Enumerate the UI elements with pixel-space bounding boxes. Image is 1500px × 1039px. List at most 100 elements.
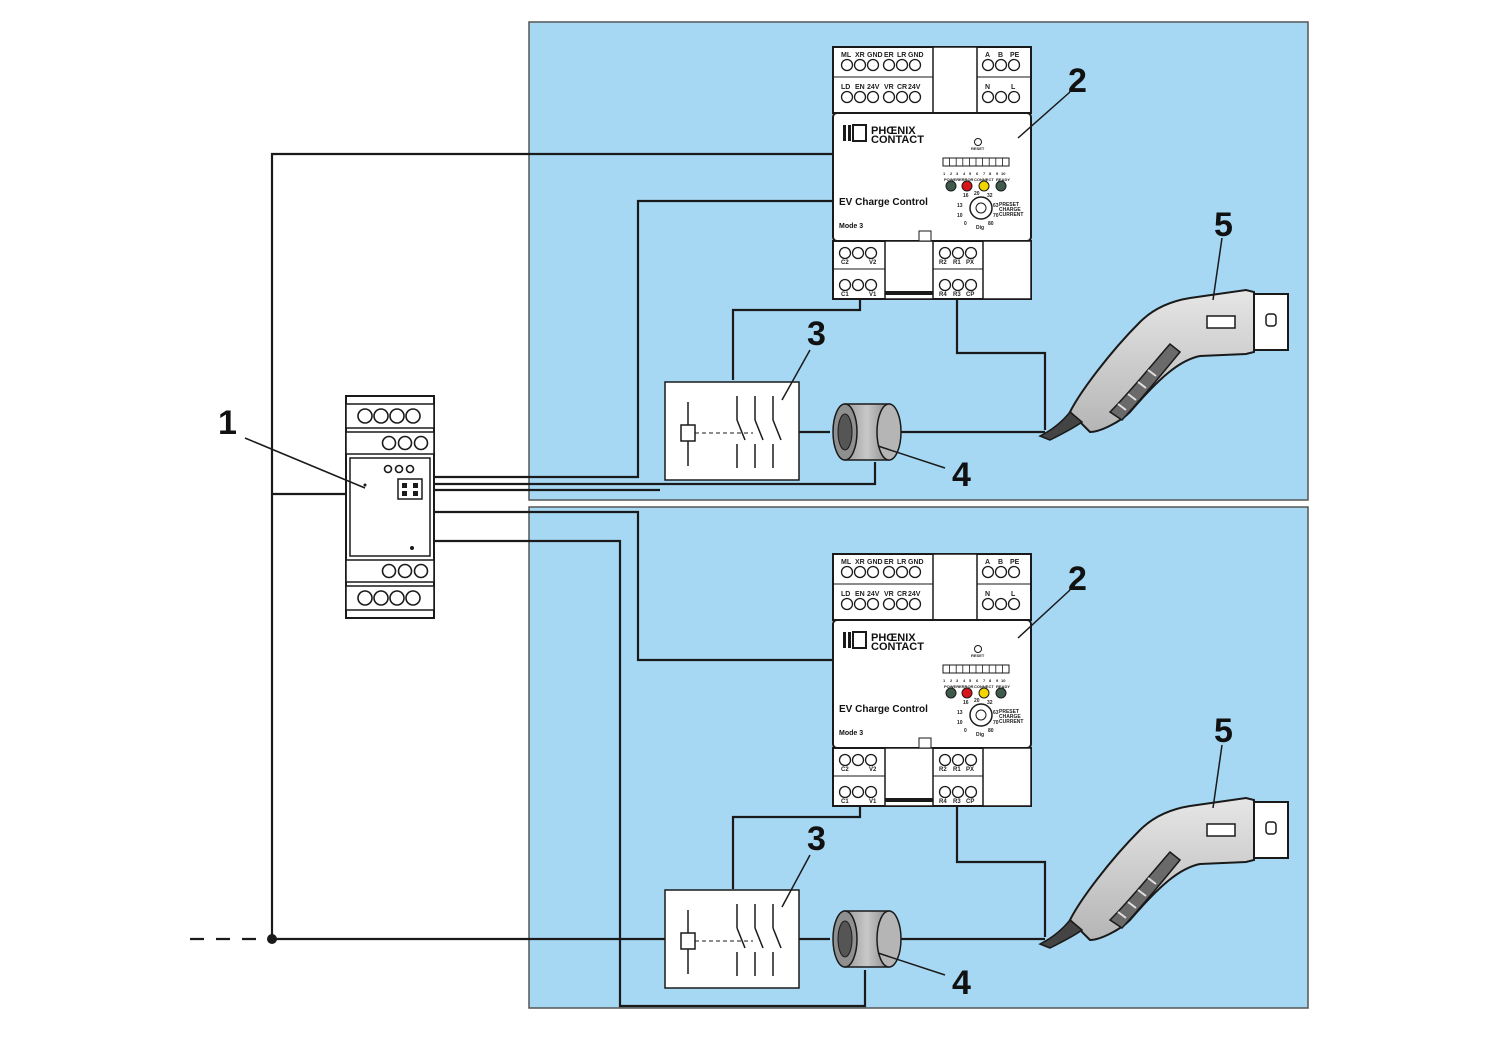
callout-5-bottom: 5 xyxy=(1214,712,1233,750)
dip-number: 7 xyxy=(983,678,986,683)
reset-label: RESET xyxy=(971,146,985,151)
current-sensor-top xyxy=(832,403,902,461)
dial-value: 20 xyxy=(974,191,980,197)
dial-value: 16 xyxy=(963,700,969,706)
terminal-label: VR xyxy=(884,84,894,91)
terminal-label: PE xyxy=(1010,52,1020,59)
dial-value: 13 xyxy=(957,710,963,716)
dial-value: 0 xyxy=(964,221,967,227)
dip-number: 4 xyxy=(963,171,966,176)
brand-line2: CONTACT xyxy=(871,134,924,146)
dial-value: 32 xyxy=(987,700,993,706)
terminal-label: L xyxy=(1011,84,1016,91)
callout-2-top: 2 xyxy=(1068,62,1087,100)
current-sensor-bottom xyxy=(832,910,902,968)
dip-number: 9 xyxy=(996,171,999,176)
led-label-error: ERROR xyxy=(959,177,974,182)
dip-number: 10 xyxy=(1001,678,1006,683)
led-label-ready: READY xyxy=(996,177,1010,182)
terminal-label: ER xyxy=(884,559,894,566)
led-label-error: ERROR xyxy=(959,684,974,689)
wiring xyxy=(190,152,1047,1008)
terminal-label: CP xyxy=(966,799,974,805)
dial-value: 0 xyxy=(964,728,967,734)
dial-value: 13 xyxy=(957,203,963,209)
terminal-label: LD xyxy=(841,84,850,91)
dip-number: 6 xyxy=(976,171,979,176)
terminal-label: R1 xyxy=(953,767,961,773)
contactor-top xyxy=(664,381,800,481)
led-power xyxy=(945,687,957,699)
leader-lines xyxy=(244,91,1223,976)
terminal-label: ER xyxy=(884,52,894,59)
preset-label: PRESET xyxy=(999,202,1019,208)
dip-number: 1 xyxy=(943,678,946,683)
led-ready xyxy=(995,687,1007,699)
led-label-power: POWER xyxy=(944,177,959,182)
led-label-power: POWER xyxy=(944,684,959,689)
preset-label: PRESET xyxy=(999,709,1019,715)
terminal-label: 24V xyxy=(908,84,921,91)
din-rail-module xyxy=(345,395,435,619)
dip-number: 10 xyxy=(1001,171,1006,176)
dip-number: 3 xyxy=(956,678,959,683)
terminal-label: LD xyxy=(841,591,850,598)
terminal-label: V2 xyxy=(869,260,877,266)
terminal-label: CP xyxy=(966,292,974,298)
terminal-label: GND xyxy=(867,559,883,566)
terminal-label: ML xyxy=(841,52,852,59)
charge-controller-top: ML XR GND ER LR GND LD EN 24V VR CR 24V … xyxy=(832,46,1032,300)
terminal-label: R4 xyxy=(939,799,947,805)
dial-value: 80 xyxy=(988,221,994,227)
terminal-label: EN xyxy=(855,591,865,598)
junction-dot xyxy=(267,934,277,944)
terminal-label: B xyxy=(998,559,1003,566)
terminal-label: C1 xyxy=(841,799,849,805)
dial-value: 70 xyxy=(993,720,999,726)
dial-value: 20 xyxy=(974,698,980,704)
terminal-label: L xyxy=(1011,591,1016,598)
dip-number: 9 xyxy=(996,678,999,683)
terminal-label: LR xyxy=(897,52,906,59)
product-name: EV Charge Control xyxy=(839,197,928,208)
charge-controller-bottom: ML XR GND ER LR GND LD EN 24V VR CR 24V … xyxy=(832,553,1032,807)
terminal-label: 24V xyxy=(908,591,921,598)
reset-label: RESET xyxy=(971,653,985,658)
terminal-label: N xyxy=(985,84,990,91)
terminal-label: ML xyxy=(841,559,852,566)
dial-value: 32 xyxy=(987,193,993,199)
dial-value: 10 xyxy=(957,213,963,219)
terminal-label: GND xyxy=(908,559,924,566)
terminal-label: N xyxy=(985,591,990,598)
led-connect xyxy=(978,180,990,192)
terminal-label: PX xyxy=(966,767,974,773)
terminal-label: R3 xyxy=(953,799,961,805)
preset-label: CHARGE xyxy=(999,207,1021,213)
dip-number: 5 xyxy=(969,171,972,176)
dial-unit: Dig xyxy=(976,225,984,231)
led-label-ready: READY xyxy=(996,684,1010,689)
terminal-label: R2 xyxy=(939,767,947,773)
terminal-label: LR xyxy=(897,559,906,566)
terminal-label: B xyxy=(998,52,1003,59)
led-ready xyxy=(995,180,1007,192)
dip-number: 3 xyxy=(956,171,959,176)
brand-line1: PHŒNIX xyxy=(871,125,916,137)
callout-5-top: 5 xyxy=(1214,206,1233,244)
callout-3-top: 3 xyxy=(807,315,826,353)
dip-number: 1 xyxy=(943,171,946,176)
terminal-label: V1 xyxy=(869,292,877,298)
dip-number: 8 xyxy=(989,171,992,176)
terminal-label: PE xyxy=(1010,559,1020,566)
led-power xyxy=(945,180,957,192)
led-label-connect: CONNECT xyxy=(974,177,994,182)
terminal-label: V1 xyxy=(869,799,877,805)
dip-number: 8 xyxy=(989,678,992,683)
terminal-label: GND xyxy=(908,52,924,59)
terminal-label: PX xyxy=(966,260,974,266)
dial-value: 70 xyxy=(993,213,999,219)
terminal-label: GND xyxy=(867,52,883,59)
terminal-label: 24V xyxy=(867,591,880,598)
dial-value: 63 xyxy=(993,710,999,716)
